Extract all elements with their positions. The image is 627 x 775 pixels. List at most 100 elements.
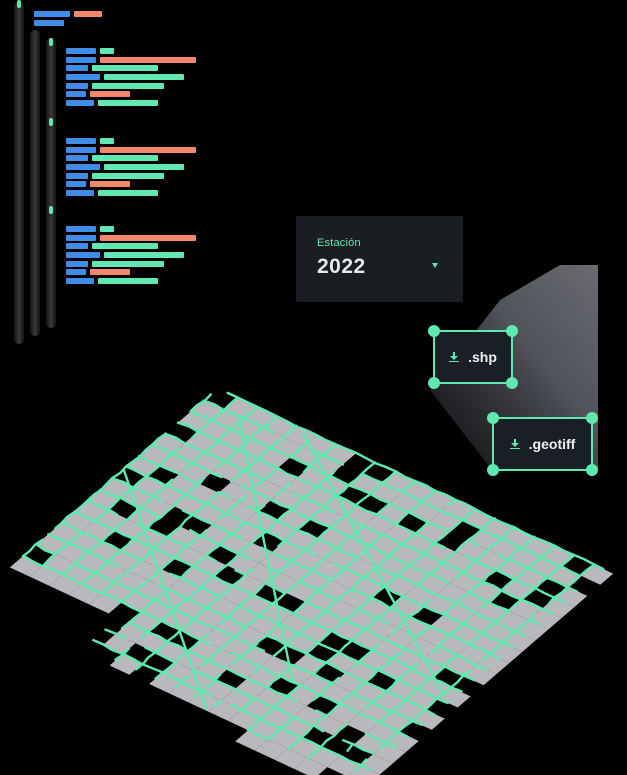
tree-node-marker: [49, 38, 53, 46]
street-line: [287, 535, 536, 751]
code-token-num: [90, 81, 166, 90]
season-dropdown[interactable]: Estación 2022: [296, 216, 463, 302]
map-block: [346, 713, 380, 734]
code-token-num: [90, 154, 160, 163]
resize-handle[interactable]: [586, 412, 598, 424]
street-arterial: [302, 432, 446, 697]
code-token-num: [90, 171, 166, 180]
map-block: [201, 628, 234, 649]
code-line: [64, 276, 200, 286]
code-token-num: [98, 137, 116, 146]
map-block: [235, 730, 268, 751]
map-block: [456, 592, 489, 613]
code-object: [64, 225, 200, 286]
map-block: [199, 524, 233, 545]
street-line: [42, 396, 239, 567]
map-block: [178, 411, 212, 432]
map-block: [327, 756, 361, 775]
street-line: [114, 468, 337, 661]
resize-handle[interactable]: [428, 377, 440, 389]
map-block: [294, 757, 328, 775]
map-block: [181, 670, 215, 692]
resize-handle[interactable]: [506, 377, 518, 389]
map-block: [49, 574, 83, 596]
map-block: [323, 496, 357, 517]
code-token-key: [64, 188, 96, 197]
export-shp-button[interactable]: .shp: [428, 325, 518, 389]
street-line: [86, 499, 476, 682]
resize-handle[interactable]: [487, 412, 499, 424]
street-line: [213, 498, 456, 708]
map-block: [456, 644, 490, 665]
code-token-key: [64, 47, 98, 56]
map-block: [428, 510, 462, 532]
code-token-key: [64, 98, 96, 107]
export-geotiff-button[interactable]: .geotiff: [487, 412, 598, 476]
code-line: [64, 154, 200, 163]
export-shp-label: .shp: [468, 349, 497, 365]
code-token-key: [64, 55, 98, 64]
resize-handle[interactable]: [428, 325, 440, 337]
code-token-num: [96, 98, 160, 107]
map-block: [274, 696, 307, 718]
map-block: [411, 657, 444, 678]
street-line: [127, 621, 398, 749]
map-block: [217, 429, 251, 450]
street-line: [193, 489, 437, 698]
street-line: [246, 517, 496, 732]
code-line: [64, 81, 200, 90]
code-token-key: [64, 225, 98, 234]
tree-node-marker: [49, 118, 53, 126]
map-block: [323, 444, 356, 465]
tree-guide-bar-2: [30, 30, 40, 336]
code-token-num: [96, 188, 160, 197]
code-token-key: [64, 73, 102, 82]
street-line: [202, 399, 582, 577]
code-token-key: [64, 145, 98, 154]
map-block: [245, 511, 279, 532]
map-block: [239, 542, 272, 564]
resize-handle[interactable]: [506, 325, 518, 337]
street-line: [21, 393, 212, 558]
code-token-str: [98, 145, 198, 154]
street-network-map: [9, 391, 614, 775]
street-line: [174, 480, 418, 689]
code-token-str: [72, 10, 104, 19]
code-token-num: [102, 163, 186, 172]
code-line: [64, 242, 200, 251]
map-block: [29, 565, 63, 586]
code-token-num: [102, 251, 186, 260]
map-block: [528, 609, 562, 630]
code-token-key: [64, 90, 88, 99]
code-line: [64, 251, 200, 260]
code-header: [32, 10, 106, 27]
map-block: [194, 607, 227, 629]
map-block: [348, 765, 380, 775]
caret-down-icon[interactable]: [432, 263, 438, 268]
code-line: [32, 10, 106, 19]
street-line: [150, 443, 541, 626]
code-line: [64, 259, 200, 268]
tree-node-marker: [17, 0, 21, 8]
resize-handle[interactable]: [487, 464, 499, 476]
street-line: [73, 510, 463, 693]
street-arterial: [237, 416, 294, 684]
map-block: [227, 657, 261, 679]
street-line: [135, 461, 377, 671]
code-token-str: [88, 180, 132, 189]
map-block: [363, 514, 397, 536]
street-line: [307, 544, 556, 760]
code-line: [64, 73, 200, 82]
street-line: [138, 454, 527, 638]
code-token-key: [64, 242, 90, 251]
code-object: [64, 137, 200, 197]
code-token-key: [64, 233, 98, 242]
map-block: [108, 550, 141, 571]
map-block: [337, 537, 371, 558]
resize-handle[interactable]: [586, 464, 598, 476]
map-block: [109, 654, 143, 675]
map-block: [218, 481, 252, 502]
code-token-key: [64, 180, 88, 189]
code-token-key: [32, 18, 66, 27]
map-block: [221, 689, 255, 710]
